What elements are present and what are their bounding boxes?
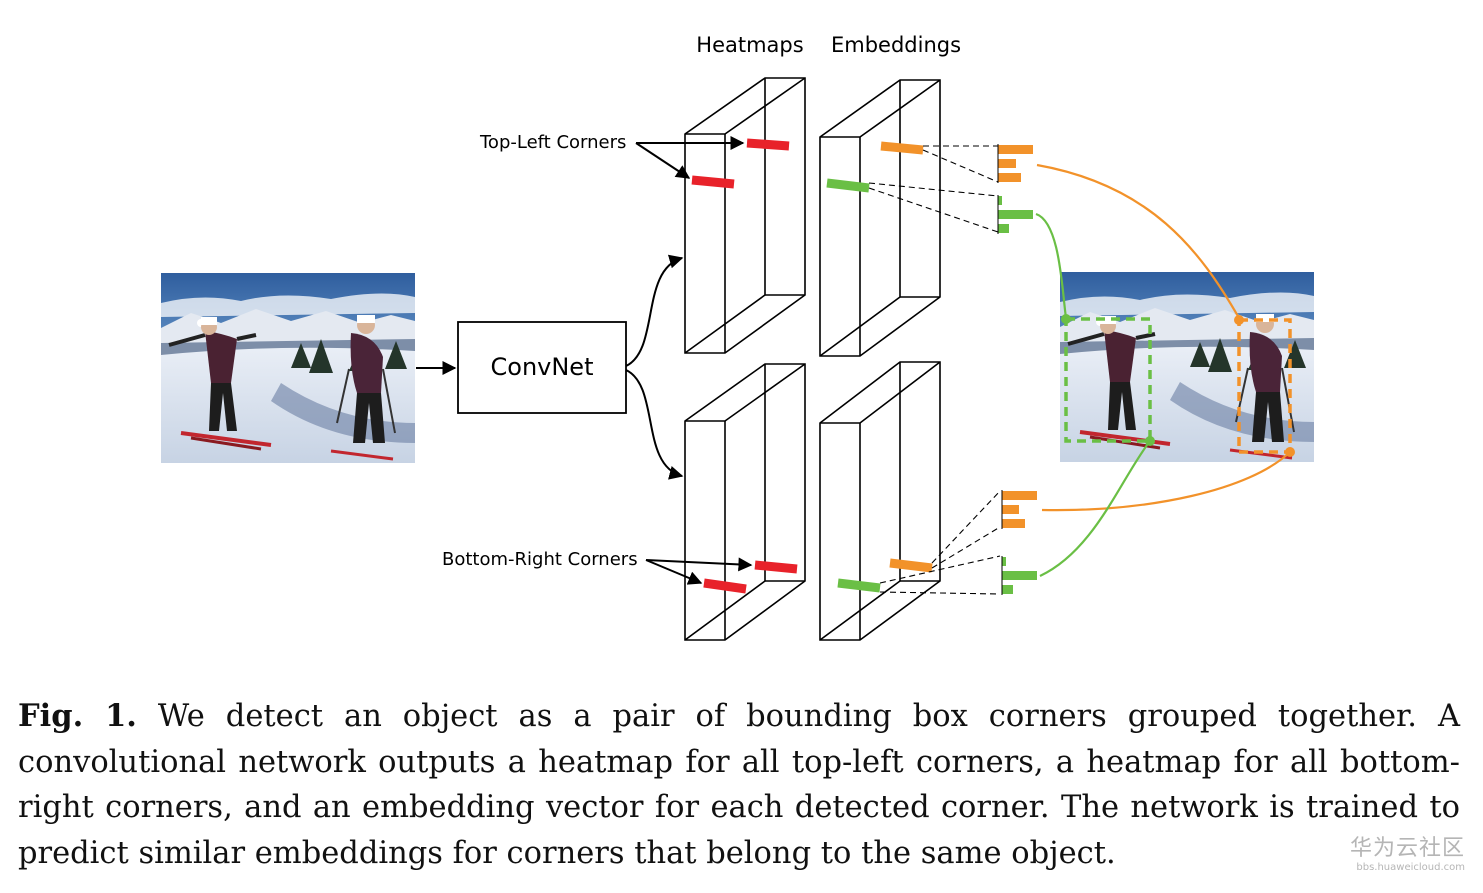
figure-caption: Fig. 1. We detect an object as a pair of… [18,694,1460,876]
grouping-curve-bottom-orange [1041,451,1291,512]
branch-arrow-bottom [625,369,684,480]
corner-dot-green-br [1145,436,1155,446]
convnet-box [457,321,627,414]
embedding-vector-top-green [998,196,1033,233]
projection-lines [868,145,1001,595]
corner-dot-orange-br [1285,447,1295,457]
bottom-right-pointer-2 [645,559,703,585]
embedding-bottom-right [819,361,941,641]
watermark: 华为云社区 bbs.huaweicloud.com [1325,830,1465,873]
embedding-marks [826,141,933,593]
caption-text: We detect an object as a pair of boundin… [18,699,1460,871]
detection-box-orange [1237,318,1292,454]
grouping-curve-top-green [1035,212,1068,319]
convnet-label: ConvNet [491,353,594,381]
corner-dot-green-tl [1061,314,1071,324]
detection-box-green [1064,317,1152,443]
grouping-curve-bottom-green [1039,440,1151,577]
output-image [1058,270,1316,464]
grouping-curve-top-orange [1036,163,1240,319]
figure-label: Fig. 1. [18,698,137,734]
heatmap-marks [691,138,798,594]
input-image [159,271,417,465]
branch-arrow-top [625,254,684,367]
top-left-pointer-2 [635,142,691,179]
embedding-vector-top-orange [998,145,1033,182]
embedding-vector-bottom-green [1002,557,1037,594]
watermark-main: 华为云社区 [1349,836,1465,861]
cornernet-diagram: Heatmaps Embeddings ConvNet [159,33,1316,641]
top-left-corners-label: Top-Left Corners [479,132,626,153]
heatmap-bottom-right [684,363,806,641]
watermark-sub: bbs.huaweicloud.com [1356,862,1465,873]
heatmaps-header: Heatmaps [696,33,803,57]
bottom-right-pointer-1 [645,557,753,572]
bottom-right-corners-label: Bottom-Right Corners [442,549,638,570]
embedding-vector-bottom-orange [1002,491,1037,528]
embeddings-header: Embeddings [831,33,961,57]
embedding-top-left [819,79,941,357]
corner-dot-orange-tl [1234,315,1244,325]
heatmap-top-left [684,77,806,354]
